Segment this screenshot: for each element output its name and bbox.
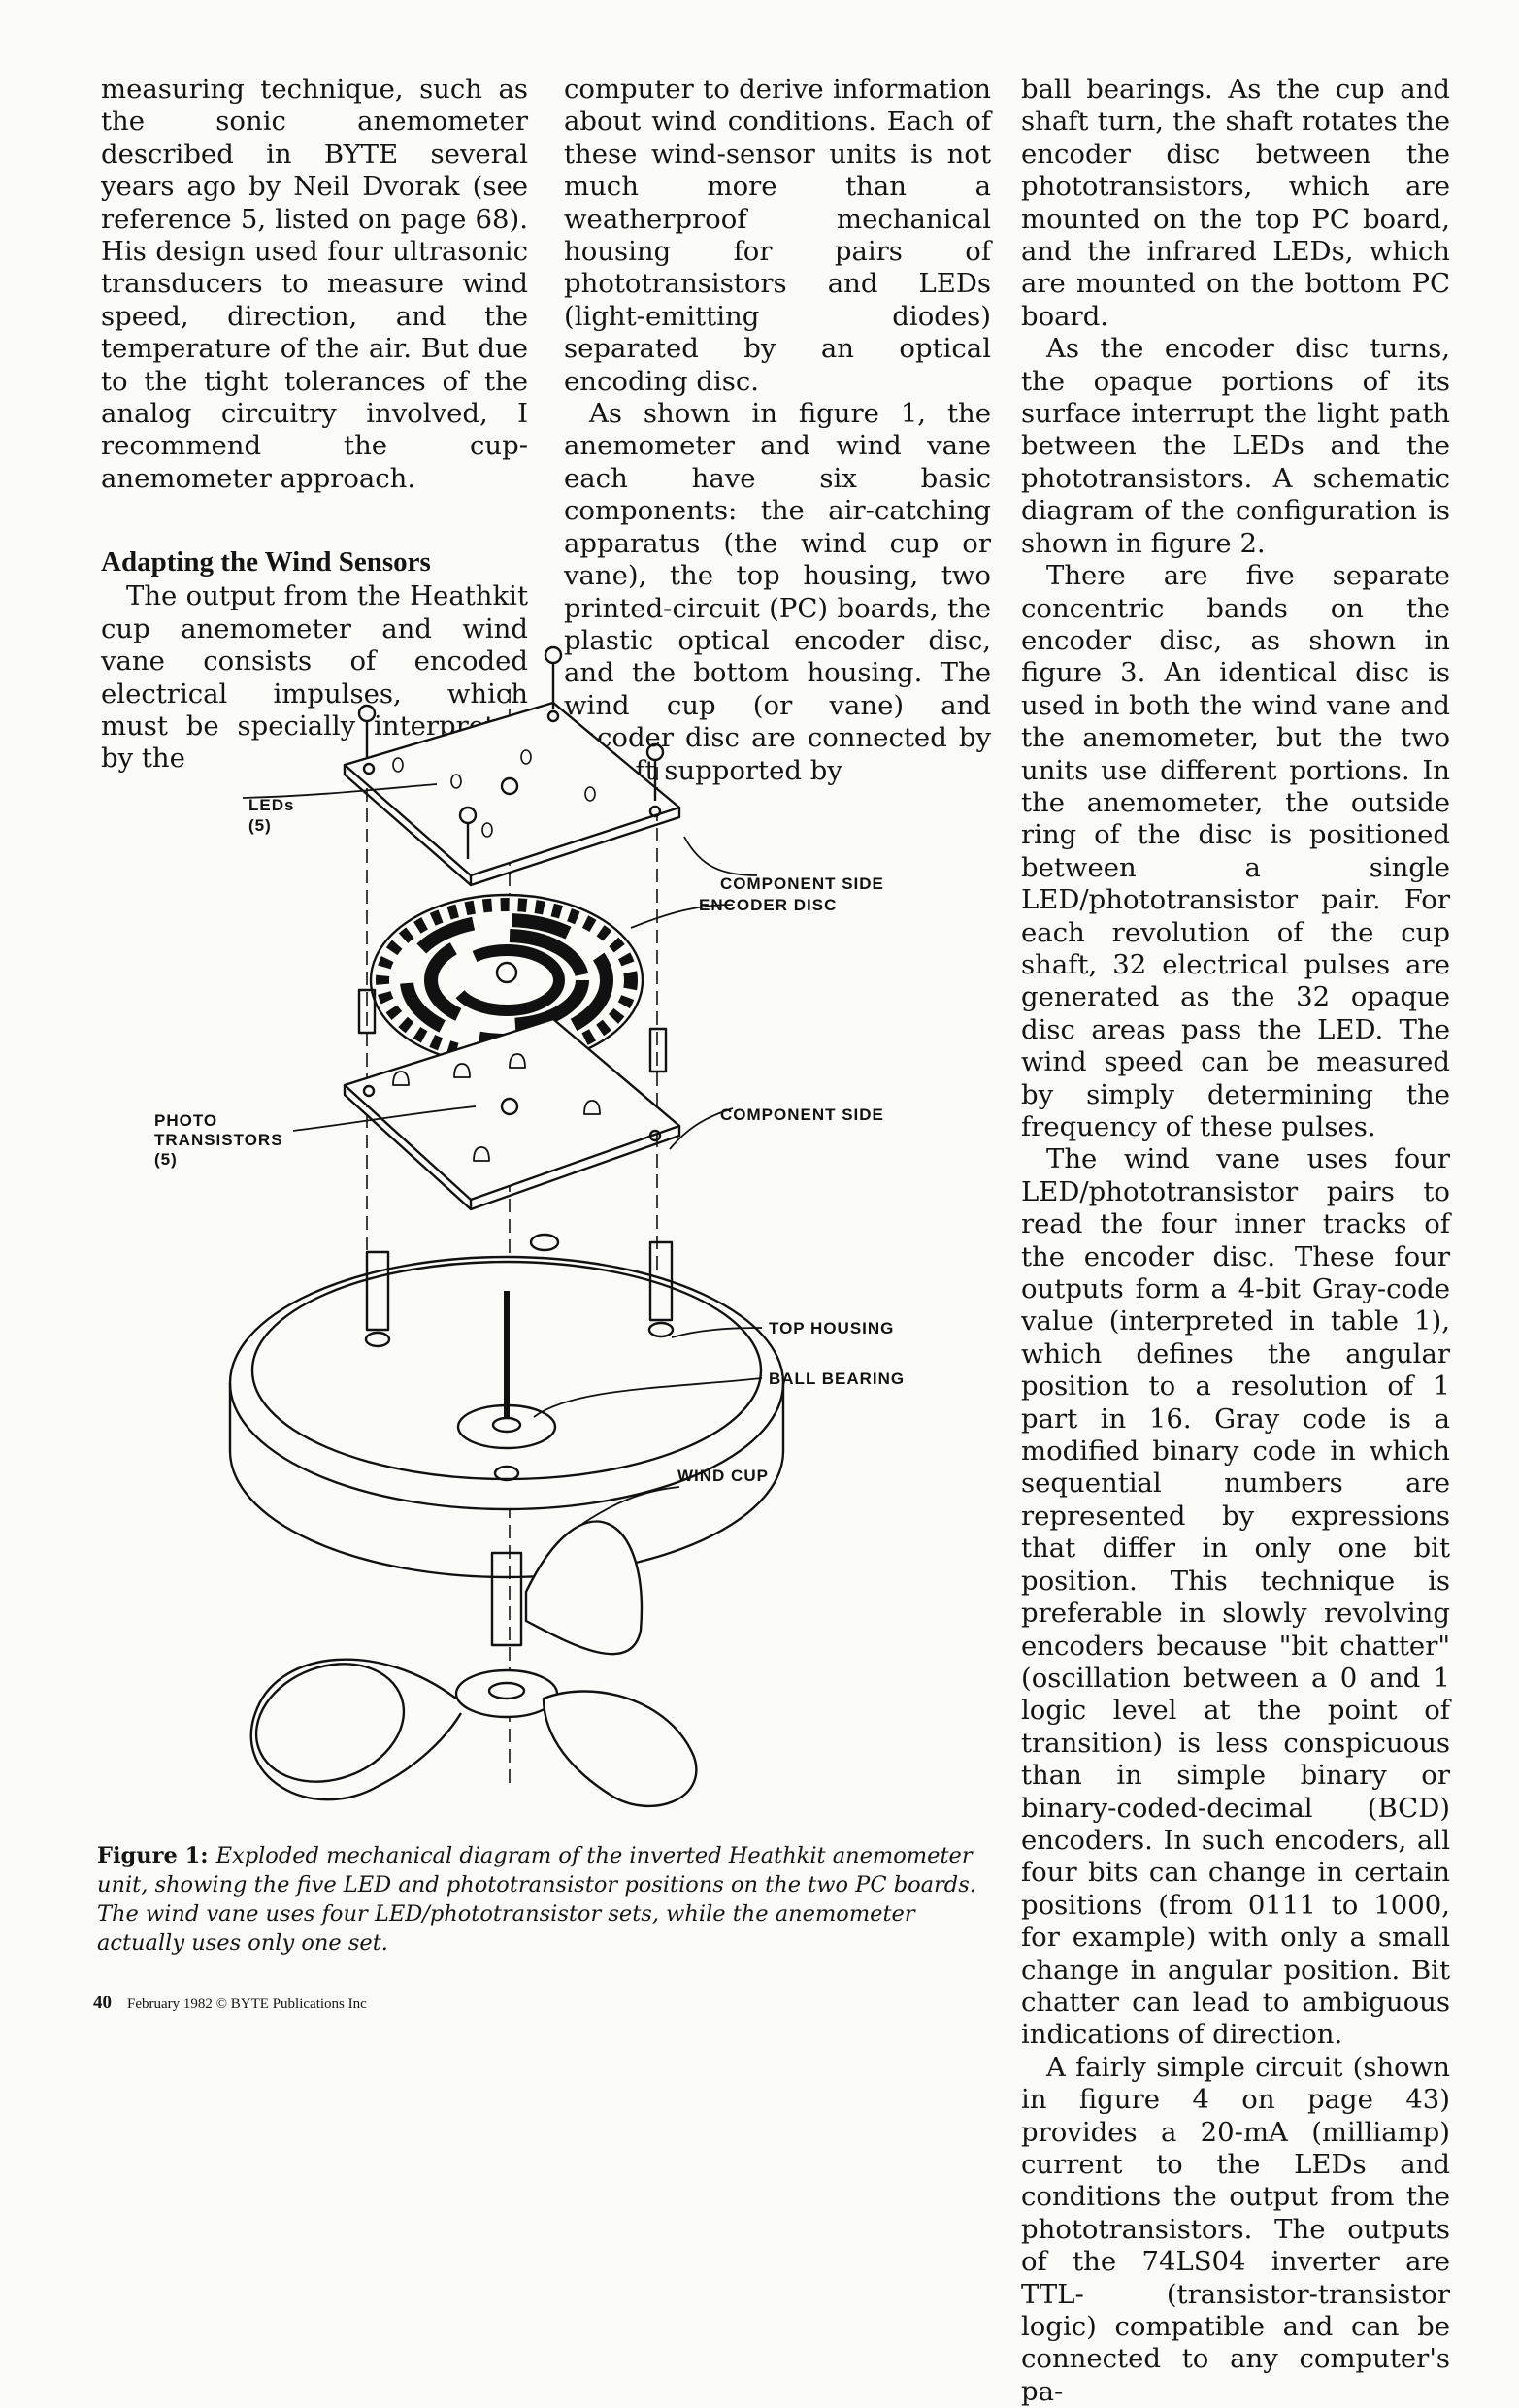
screw-icon [645, 742, 665, 801]
text-column-3: ball bearings. As the cup and shaft turn… [1021, 74, 1450, 2408]
label-wind-cup: WIND CUP [677, 1467, 769, 1485]
page-footer: 40 February 1982 © BYTE Publications Inc [93, 1993, 367, 2014]
bottom-pc-board [343, 1017, 681, 1211]
label-transistors: TRANSISTORS [154, 1131, 283, 1149]
paragraph: A fairly simple circuit (shown in figure… [1021, 2051, 1450, 2407]
label-photo: PHOTO [154, 1111, 217, 1130]
paragraph: There are five separate concentric bands… [1021, 560, 1450, 1142]
exploded-diagram-figure: LEDs (5) COMPONENT SIDE ENCODER DISC COM… [126, 621, 941, 1815]
page-number: 40 [93, 1993, 112, 2013]
paragraph: ball bearings. As the cup and shaft turn… [1021, 74, 1450, 332]
top-pc-board [343, 701, 681, 887]
screw-icon [357, 704, 377, 757]
label-photo-count: (5) [154, 1150, 178, 1169]
section-heading: Adapting the Wind Sensors [101, 546, 431, 578]
label-component-side-bottom: COMPONENT SIDE [720, 1105, 884, 1124]
label-ball-bearing: BALL BEARING [769, 1369, 905, 1388]
paragraph: computer to derive information about win… [564, 74, 991, 397]
wind-cup-assembly [249, 1520, 698, 1808]
label-encoder-disc: ENCODER DISC [699, 896, 837, 914]
screw-icon [544, 645, 563, 709]
encoder-disc [369, 893, 644, 1068]
label-top-housing: TOP HOUSING [769, 1319, 894, 1337]
label-leds-count: (5) [248, 816, 272, 835]
paragraph: As the encoder disc turns, the opaque po… [1021, 333, 1450, 559]
exploded-diagram: LEDs (5) COMPONENT SIDE ENCODER DISC COM… [154, 645, 905, 1808]
paragraph: measuring technique, such as the sonic a… [101, 74, 528, 494]
screw-icon [458, 806, 478, 859]
paragraph: The output from the Heathkit cup anemome… [101, 580, 528, 775]
text-column-1: measuring technique, such as the sonic a… [101, 74, 528, 775]
caption-label: Figure 1: [97, 1843, 209, 1868]
figure-caption: Figure 1:Exploded mechanical diagram of … [97, 1841, 988, 1958]
paragraph: The wind vane uses four LED/phototransis… [1021, 1143, 1450, 2051]
top-housing [228, 1233, 785, 1579]
footer-credit: February 1982 © BYTE Publications Inc [127, 1996, 367, 2012]
label-leds: LEDs [248, 796, 294, 814]
caption-text: Exploded mechanical diagram of the inver… [97, 1843, 976, 1956]
label-component-side-top: COMPONENT SIDE [720, 874, 884, 893]
